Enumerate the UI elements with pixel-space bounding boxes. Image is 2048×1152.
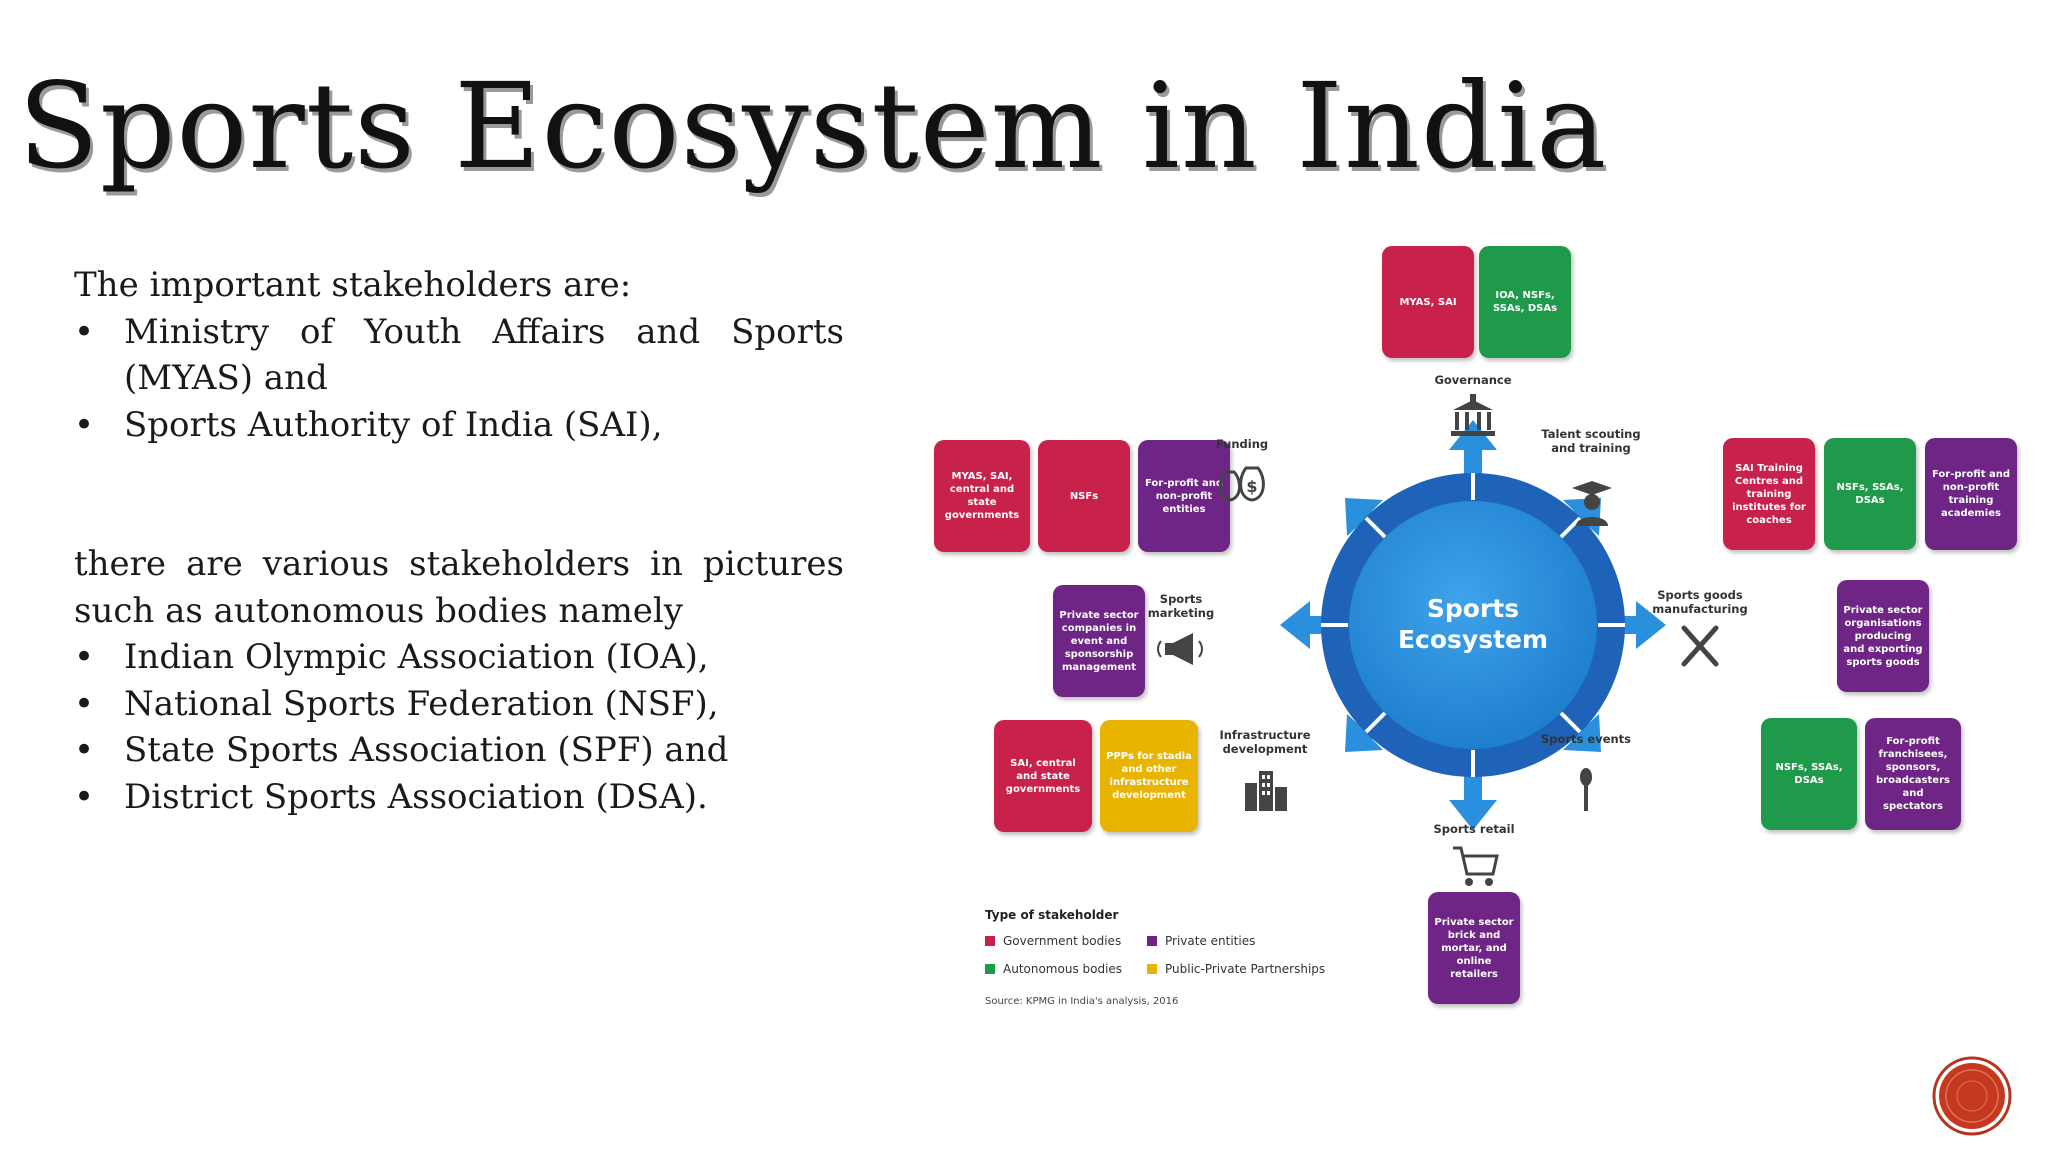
legend-item: Government bodies	[985, 934, 1121, 948]
list-item-text: Ministry of Youth Affairs and Sports (MY…	[124, 311, 844, 399]
bullet-icon: •	[74, 404, 95, 445]
category-label-marketing: Sports marketing	[1147, 592, 1215, 620]
emblem-icon	[1932, 1056, 2012, 1136]
arrow-left	[1280, 601, 1350, 649]
bullet-icon: •	[74, 730, 95, 770]
page-title: Sports Ecosystem in India	[18, 57, 1608, 195]
arrow-right	[1596, 601, 1666, 649]
list-item-text: Sports Authority of India (SAI),	[124, 404, 663, 445]
microphone-icon	[1580, 768, 1592, 811]
svg-text:$: $	[1246, 477, 1257, 496]
para-text: there are various stakeholders in pictur…	[74, 544, 844, 631]
arrow-up	[1449, 420, 1497, 500]
money-bags-icon: $	[1219, 466, 1265, 502]
stakeholder-box: MYAS, SAI	[1382, 246, 1474, 358]
category-label-manufacturing: Sports goods manufacturing	[1652, 588, 1748, 616]
stakeholder-box: Private sector companies in event and sp…	[1053, 585, 1145, 697]
stakeholder-box: For-profit and non-profit entities	[1138, 440, 1230, 552]
center-label-line1: Sports	[1427, 594, 1519, 623]
list-item: • Ministry of Youth Affairs and Sports (M…	[74, 309, 844, 402]
stakeholder-box: NSFs, SSAs, DSAs	[1824, 438, 1916, 550]
stakeholder-box: PPPs for stadia and other infrastructure…	[1100, 720, 1198, 832]
list-item: • State Sports Association (SPF) and	[74, 727, 844, 774]
stakeholder-box: SAI, central and state governments	[994, 720, 1092, 832]
category-label-infrastructure: Infrastructure development	[1219, 728, 1311, 756]
legend-label: Government bodies	[1003, 934, 1122, 948]
legend-swatch	[985, 936, 995, 946]
legend-swatch	[1147, 964, 1157, 974]
list-item: • District Sports Association (DSA).	[74, 774, 844, 821]
bullet-icon: •	[74, 637, 95, 677]
stakeholder-box: IOA, NSFs, SSAs, DSAs	[1479, 246, 1571, 358]
bullet-icon: •	[74, 311, 95, 352]
list-item: • Indian Olympic Association (IOA),	[74, 634, 844, 681]
intro-text: The important stakeholders are:	[74, 265, 632, 305]
category-label-events: Sports events	[1540, 732, 1632, 746]
ring-ticks	[1321, 473, 1625, 777]
list-item-text: District Sports Association (DSA).	[124, 776, 708, 817]
list-item-text: Indian Olympic Association (IOA),	[124, 637, 709, 677]
stakeholder-box: MYAS, SAI, central and state governments	[934, 440, 1030, 552]
legend-label: Private entities	[1165, 934, 1256, 948]
category-label-retail: Sports retail	[1433, 822, 1515, 836]
stakeholder-box: For-profit and non-profit training acade…	[1925, 438, 2017, 550]
buildings-icon	[1245, 771, 1287, 811]
legend-swatch	[1147, 936, 1157, 946]
legend-swatch	[985, 964, 995, 974]
list-item-text: National Sports Federation (NSF),	[124, 683, 719, 724]
list-item: • National Sports Federation (NSF),	[74, 681, 844, 728]
legend-label: Autonomous bodies	[1003, 962, 1123, 976]
center-label-line2: Ecosystem	[1398, 625, 1548, 654]
legend-item: Public-Private Partnerships	[1147, 962, 1325, 976]
category-label-talent: Talent scouting and training	[1541, 427, 1641, 455]
arrow-down	[1449, 770, 1497, 830]
category-label-funding: Funding	[1215, 437, 1269, 451]
stakeholder-box: For-profit franchisees, sponsors, broadc…	[1865, 718, 1961, 830]
bullet-icon: •	[74, 683, 95, 724]
list-item-text: State Sports Association (SPF) and	[124, 730, 729, 770]
list-item: • Sports Authority of India (SAI),	[74, 402, 844, 449]
stakeholder-box: NSFs	[1038, 440, 1130, 552]
legend-item: Autonomous bodies	[985, 962, 1122, 976]
ecosystem-hub: Sports Ecosystem	[1280, 420, 1666, 830]
bullet-icon: •	[74, 776, 95, 817]
stakeholder-box: NSFs, SSAs, DSAs	[1761, 718, 1857, 830]
center-circle	[1349, 501, 1597, 749]
stakeholder-box: Private sector organisations producing a…	[1837, 580, 1929, 692]
megaphone-icon	[1157, 633, 1203, 665]
graduate-icon	[1572, 481, 1612, 526]
legend-label: Public-Private Partnerships	[1165, 962, 1326, 976]
category-label-governance: Governance	[1434, 373, 1512, 387]
stakeholder-box: Private sector brick and mortar, and onl…	[1428, 892, 1520, 1004]
legend-item: Private entities	[1147, 934, 1255, 948]
tools-icon	[1681, 625, 1719, 667]
source-note: Source: KPMG in India's analysis, 2016	[985, 996, 1179, 1007]
cart-icon	[1453, 846, 1499, 886]
stakeholder-box: SAI Training Centres and training instit…	[1723, 438, 1815, 550]
sports-ecosystem-diagram: Sports Ecosystem MYAS, SAI IOA, NSFs, SS…	[934, 240, 2020, 1040]
legend-title: Type of stakeholder	[985, 908, 1119, 922]
building-icon	[1451, 394, 1495, 436]
stakeholder-text: The important stakeholders are: • Ministr…	[74, 262, 844, 820]
